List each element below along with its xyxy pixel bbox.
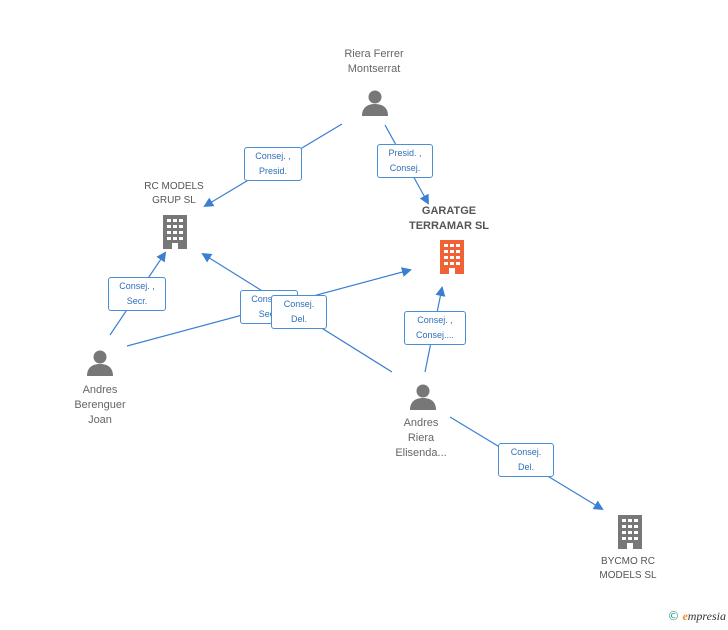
node-label-line: Riera Ferrer xyxy=(344,48,404,60)
building-icon xyxy=(163,215,187,249)
edge-label-consej-secr[interactable]: Consej. , Secr. xyxy=(108,277,166,311)
edge-label-line: Secr. xyxy=(126,296,148,306)
brand-rest: mpresia xyxy=(687,609,726,623)
node-label-line: Elisenda... xyxy=(395,447,447,459)
node-garatge-terramar-sl[interactable]: GARATGE TERRAMAR SL xyxy=(394,204,504,234)
copyright-icon: © xyxy=(667,609,680,623)
node-label-line: RC MODELS xyxy=(144,181,204,192)
node-rc-models-grup-sl[interactable]: RC MODELS GRUP SL xyxy=(124,180,224,208)
edge-label-line: Presid. , xyxy=(388,148,422,158)
edge-label-line: Del. xyxy=(517,462,534,472)
edge-label-line: Secr. xyxy=(258,309,280,319)
node-label-line: Riera xyxy=(407,432,435,444)
edge-label-consej-del[interactable]: Consej. Del. xyxy=(271,295,327,329)
edge-label-line: Del. xyxy=(290,314,307,324)
node-riera-ferrer-montserrat[interactable]: Riera Ferrer Montserrat xyxy=(322,47,426,77)
node-label-line: BYCMO RC xyxy=(601,556,655,567)
node-label-line: TERRAMAR SL xyxy=(408,220,490,232)
node-bycmo-rc-models-sl[interactable]: BYCMO RC MODELS SL xyxy=(578,555,678,583)
edge-label-consej-presid[interactable]: Consej. , Presid. xyxy=(244,147,302,181)
edge-label-line: Consej. , xyxy=(417,315,453,325)
person-icon xyxy=(410,384,436,410)
node-andres-riera-elisenda[interactable]: Andres Riera Elisenda... xyxy=(376,416,466,461)
edge-label-consej-consej[interactable]: Consej. , Consej.... xyxy=(404,311,466,345)
edge-label-line: Consej.... xyxy=(415,330,455,340)
node-label-line: Montserrat xyxy=(347,63,401,75)
edge-label-line: Presid. xyxy=(258,166,287,176)
node-label-line: Berenguer xyxy=(74,399,126,411)
edge-label-line: Consej. xyxy=(389,163,421,173)
node-label-line: GRUP SL xyxy=(152,195,196,206)
edge-label-line: Consej. , xyxy=(255,151,291,161)
node-label-line: MODELS SL xyxy=(599,570,657,581)
node-label-line: Andres xyxy=(403,417,439,429)
edge-label-line: Consej. xyxy=(510,447,542,457)
building-icon xyxy=(440,240,464,274)
node-andres-berenguer-joan[interactable]: Andres Berenguer Joan xyxy=(55,383,145,428)
node-label-line: GARATGE xyxy=(421,205,477,217)
node-label-line: Joan xyxy=(88,414,112,426)
edge-label-consej-del-2[interactable]: Consej. Del. xyxy=(498,443,554,477)
brand-initial: e xyxy=(682,609,688,623)
edge-label-line: Consej. xyxy=(283,299,315,309)
person-icon xyxy=(362,90,388,116)
node-label-line: Andres xyxy=(82,384,118,396)
edge-label-presid-consej[interactable]: Presid. , Consej. xyxy=(377,144,433,178)
edge-label-line: Consej. , xyxy=(119,281,155,291)
edge-label-line: Consej. , xyxy=(251,294,287,304)
building-icon xyxy=(618,515,642,549)
person-icon xyxy=(87,350,113,376)
empresia-logo: © empresia xyxy=(667,609,726,624)
